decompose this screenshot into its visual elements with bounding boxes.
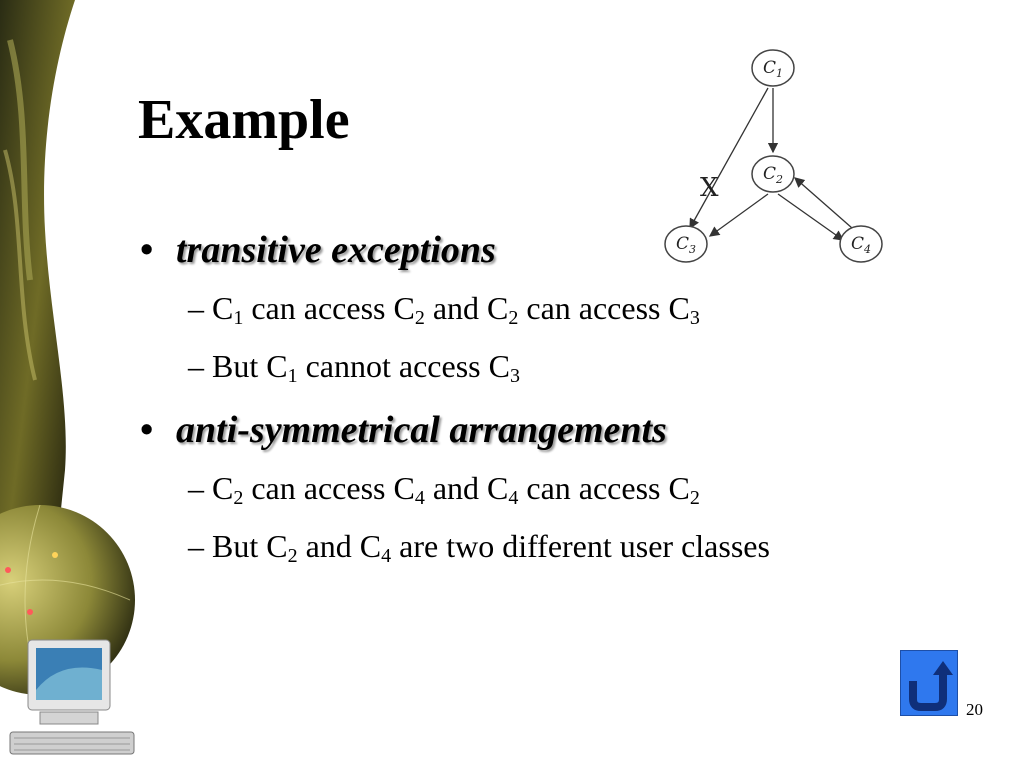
sub-bullet-1-2: – But C1 cannot access C3 — [188, 348, 520, 387]
edge-c1-c3 — [689, 87, 769, 230]
node-c2: C2 — [751, 155, 795, 193]
return-arrow-icon — [909, 661, 953, 711]
return-button[interactable] — [900, 650, 958, 716]
node-c1: C1 — [751, 49, 795, 87]
blocked-mark: X — [700, 173, 719, 203]
sub-bullet-2-1: – C2 can access C4 and C4 can access C2 — [188, 470, 700, 509]
edge-c2-c4 — [777, 193, 845, 241]
decorative-side-art — [0, 0, 135, 755]
node-c4: C4 — [839, 225, 883, 263]
bullet-dot: • — [140, 229, 154, 271]
svg-text:C1: C1 — [763, 58, 783, 80]
node-c3: C3 — [664, 225, 708, 263]
edge-c2-c3 — [708, 193, 769, 237]
bullet-label: transitive exceptions — [176, 229, 496, 271]
access-diagram: X C1 C2 C3 C4 — [664, 49, 883, 263]
svg-text:C2: C2 — [763, 164, 783, 186]
bullet-transitive-exceptions: • transitive exceptions — [140, 228, 496, 272]
bullet-dot: • — [140, 409, 154, 451]
edge-c4-c2 — [794, 177, 853, 229]
slide-title: Example — [138, 89, 350, 151]
svg-text:C4: C4 — [851, 234, 871, 256]
bullet-anti-symmetrical-arrangements: • anti-symmetrical arrangements — [140, 408, 667, 452]
bullet-label: anti-symmetrical arrangements — [176, 409, 667, 451]
page-number: 20 — [966, 700, 983, 719]
svg-text:C3: C3 — [676, 234, 696, 256]
sub-bullet-2-2: – But C2 and C4 are two different user c… — [188, 528, 770, 567]
sub-bullet-1-1: – C1 can access C2 and C2 can access C3 — [188, 290, 700, 329]
